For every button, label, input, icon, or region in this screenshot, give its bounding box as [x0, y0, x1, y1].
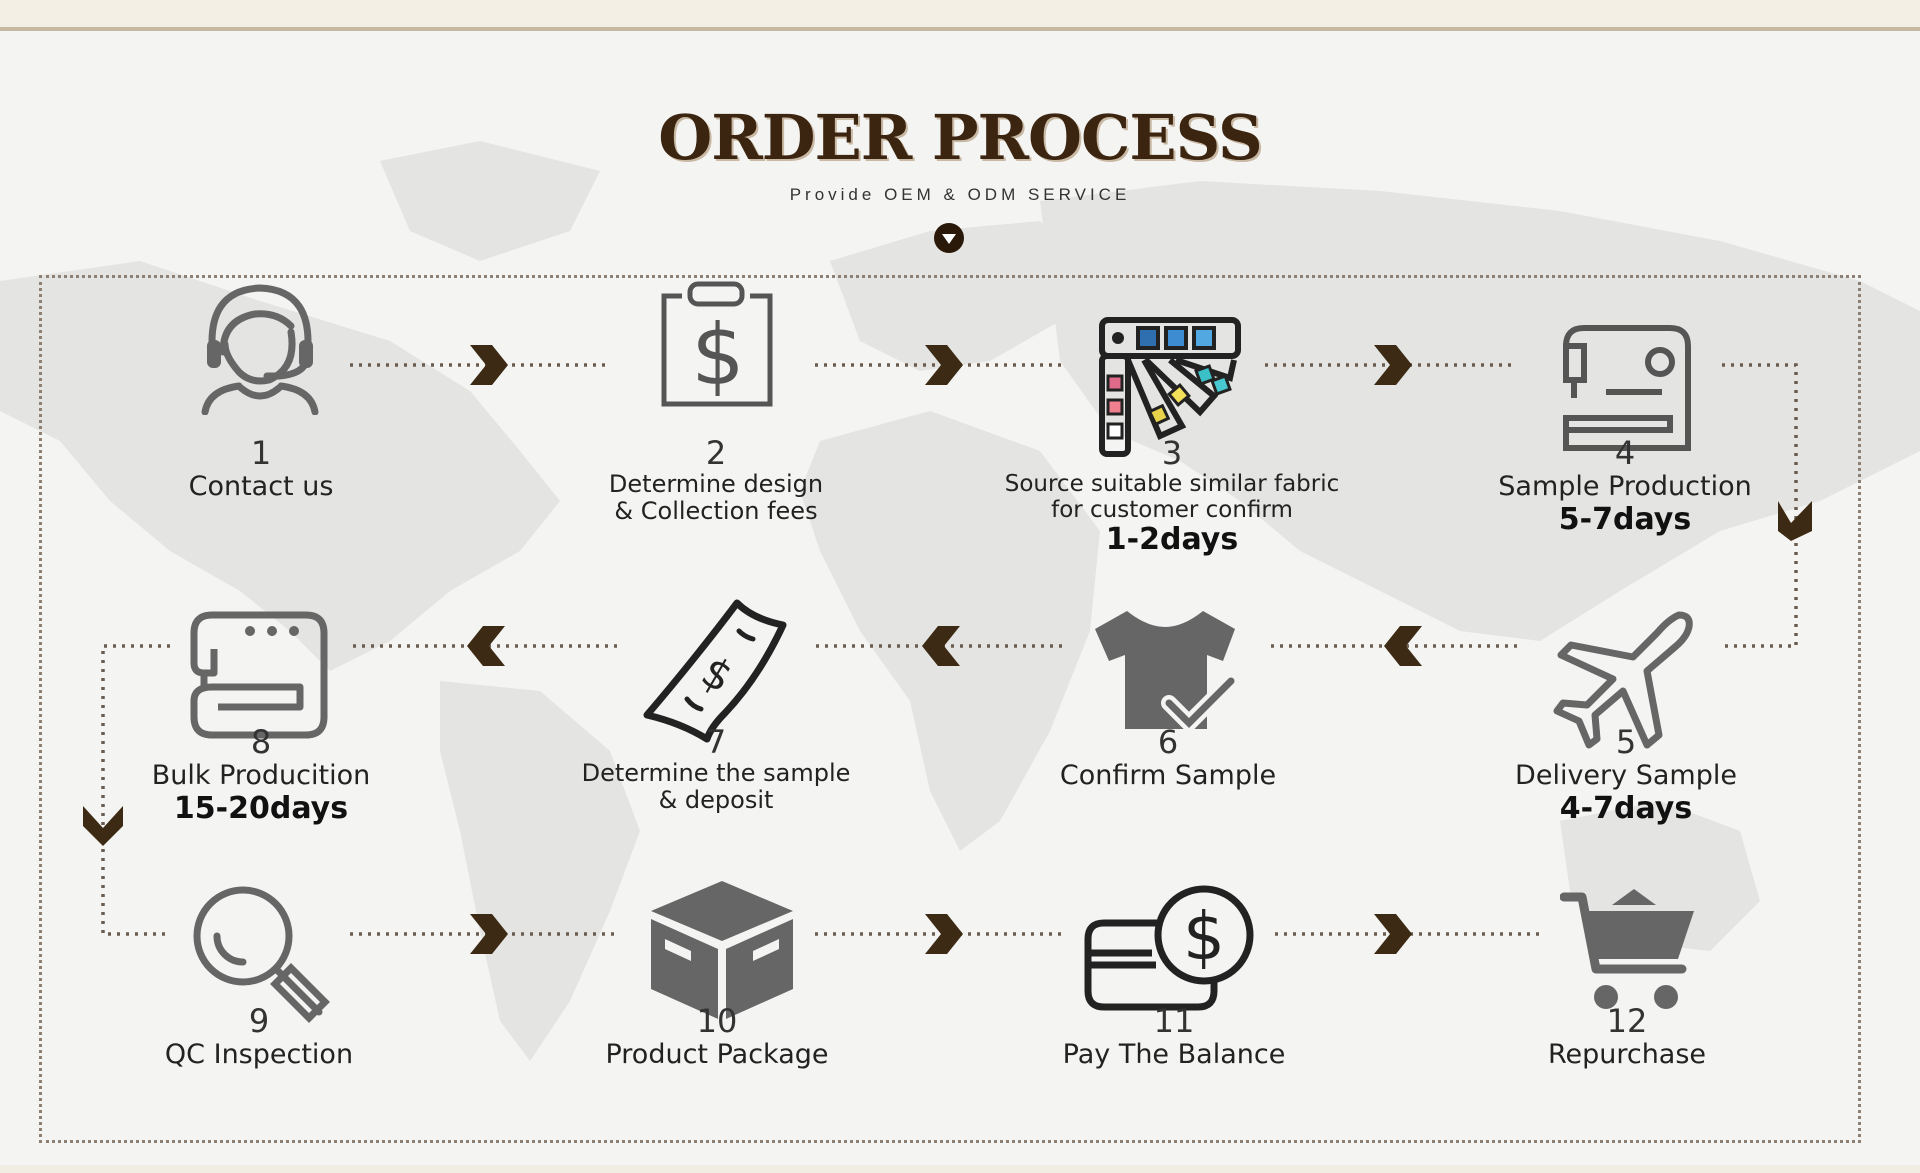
step-label-line: & deposit: [658, 786, 774, 814]
step-label: Bulk Producition: [151, 760, 371, 791]
step-label: Pay The Balance: [1062, 1039, 1286, 1070]
step-4: 4 Sample Production 5-7days: [1460, 435, 1790, 537]
step-label-line: Determine the sample: [581, 759, 851, 787]
card-dollar-icon: $: [1084, 885, 1254, 1011]
step-label-line: for customer confirm: [1051, 497, 1293, 523]
page-title: ORDER PROCESS: [658, 101, 1263, 174]
dollar-clipboard-icon: $: [661, 281, 773, 407]
flow-connectors: [83, 345, 1812, 954]
arrow-down-icon: [1778, 501, 1812, 541]
step-number: 12: [1606, 1002, 1648, 1040]
headset-person-icon: [201, 284, 319, 415]
step-label: Contact us: [188, 471, 334, 502]
step-number: 5: [1615, 723, 1637, 761]
step-label-line: & Collection fees: [614, 497, 818, 525]
arrow-right-icon: [1374, 914, 1412, 954]
arrow-left-icon: [922, 626, 960, 666]
step-number: 1: [250, 434, 272, 472]
arrow-left-icon: [467, 626, 505, 666]
step-label-line: Source suitable similar fabric: [1004, 471, 1340, 497]
step-duration: 15-20days: [173, 791, 349, 826]
step-11: 11 Pay The Balance: [1009, 1003, 1339, 1071]
arrow-left-icon: [1384, 626, 1422, 666]
magnifier-icon: [193, 886, 330, 1023]
order-process-panel: ORDER PROCESS Provide OEM & ODM SERVICE: [0, 31, 1920, 1165]
svg-text:$: $: [1183, 898, 1225, 975]
arrow-right-icon: [470, 345, 508, 385]
step-duration: 1-2days: [1105, 522, 1239, 557]
step-3: 3 Source suitable similar fabric for cus…: [982, 435, 1362, 557]
step-9: 9 QC Inspection: [94, 1003, 424, 1071]
step-number: 11: [1153, 1002, 1195, 1040]
step-number: 7: [705, 723, 727, 761]
step-10: 10 Product Package: [552, 1003, 882, 1071]
bottom-bar: [0, 1165, 1920, 1173]
step-7: 7 Determine the sample & deposit: [551, 724, 881, 814]
step-number: 6: [1157, 723, 1179, 761]
step-label: Confirm Sample: [1059, 760, 1277, 791]
step-number: 4: [1614, 434, 1636, 472]
step-label: QC Inspection: [164, 1039, 354, 1070]
arrow-right-icon: [925, 914, 963, 954]
step-number: 9: [248, 1002, 270, 1040]
step-number: 8: [250, 723, 272, 761]
arrow-right-icon: [1374, 345, 1412, 385]
arrow-right-icon: [925, 345, 963, 385]
step-5: 5 Delivery Sample 4-7days: [1461, 724, 1791, 826]
box-icon: [651, 881, 793, 1019]
chevron-down-icon[interactable]: [933, 222, 965, 254]
sewing-machine-icon: [190, 611, 328, 739]
step-duration: 5-7days: [1558, 502, 1692, 537]
step-label: Product Package: [605, 1039, 829, 1070]
color-swatch-icon: [1099, 317, 1241, 457]
shopping-cart-icon: [1560, 889, 1694, 1009]
dollar-bill-icon: $: [643, 599, 787, 743]
sewing-machine-icon: [1563, 325, 1691, 451]
step-1: 1 Contact us: [96, 435, 426, 503]
step-number: 3: [1161, 434, 1183, 472]
shirt-check-icon: [1095, 611, 1239, 735]
step-duration: 4-7days: [1559, 791, 1693, 826]
process-frame: [39, 275, 1861, 1143]
step-label: Sample Production: [1498, 471, 1752, 502]
step-label: Repurchase: [1547, 1039, 1707, 1070]
step-number: 10: [696, 1002, 738, 1040]
arrow-down-icon: [83, 806, 123, 846]
step-label-line: Determine design: [608, 470, 824, 498]
top-bar: [0, 0, 1920, 31]
svg-text:$: $: [691, 306, 744, 404]
step-label: Delivery Sample: [1515, 760, 1737, 791]
step-12: 12 Repurchase: [1462, 1003, 1792, 1071]
step-6: 6 Confirm Sample: [1003, 724, 1333, 792]
step-2: 2 Determine design & Collection fees: [551, 435, 881, 525]
airplane-icon: [1553, 611, 1693, 749]
page-subtitle: Provide OEM & ODM SERVICE: [789, 185, 1131, 204]
arrow-right-icon: [470, 914, 508, 954]
step-8: 8 Bulk Producition 15-20days: [96, 724, 426, 826]
step-number: 2: [705, 434, 727, 472]
